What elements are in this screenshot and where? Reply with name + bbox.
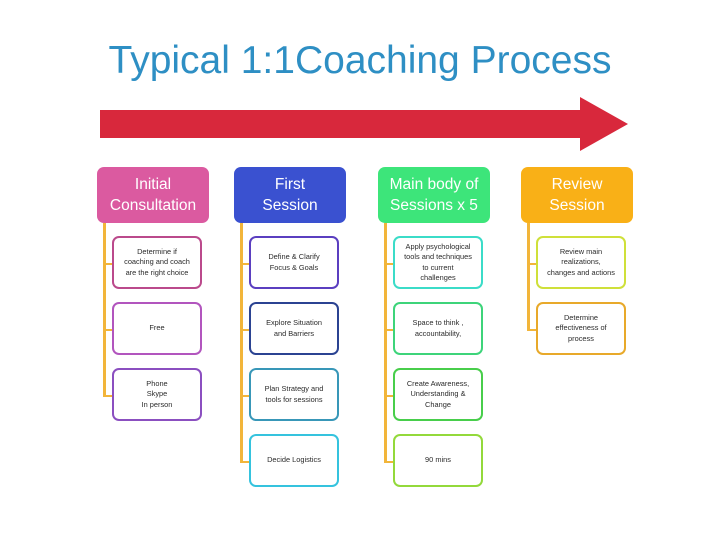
process-step-line: Phone bbox=[146, 378, 168, 388]
process-step-line: effectiveness of bbox=[555, 323, 607, 333]
process-step-line: to current bbox=[422, 262, 454, 272]
connector-vertical-line bbox=[527, 223, 530, 329]
connector-branch-line bbox=[240, 262, 250, 265]
process-step-line: and Barriers bbox=[273, 328, 315, 338]
connector-branch-line bbox=[103, 328, 113, 331]
process-step-line: Free bbox=[149, 323, 165, 333]
column-header-line: Consultation bbox=[109, 197, 197, 214]
column-header-line: Session bbox=[262, 197, 318, 214]
process-step-line: In person bbox=[141, 399, 173, 409]
column-header-line: Session bbox=[549, 197, 605, 214]
process-step-line: tools and techniques bbox=[404, 252, 472, 261]
process-step-line: coaching and coach bbox=[124, 257, 190, 267]
process-step-text: Free bbox=[149, 323, 164, 334]
column-header-3[interactable]: Main body of Sessions x 5 bbox=[378, 167, 490, 223]
process-step-line: Decide Logistics bbox=[267, 455, 321, 465]
connector-branch-line bbox=[527, 328, 537, 331]
connector-vertical-line bbox=[240, 223, 243, 461]
process-step-line: Determine bbox=[563, 312, 599, 322]
process-step-text: 90 mins bbox=[425, 455, 451, 466]
connector-branch-line bbox=[527, 262, 537, 265]
process-step-line: changes and actions bbox=[547, 267, 615, 277]
connector-vertical-line bbox=[384, 223, 387, 461]
connector-branch-line bbox=[240, 394, 250, 397]
process-step-line: 90 mins bbox=[425, 455, 451, 465]
page-title: Typical 1:1Coaching Process bbox=[108, 39, 612, 82]
column-header-line: Initial bbox=[134, 176, 172, 193]
process-step-box[interactable]: Free bbox=[112, 302, 202, 355]
process-step-line: Understanding & bbox=[410, 389, 466, 399]
connector-branch-line bbox=[103, 394, 113, 397]
process-step-line: Space to think , bbox=[412, 318, 464, 327]
process-step-text: Space to think ,accountability, bbox=[413, 318, 464, 339]
column-header-line: Sessions x 5 bbox=[390, 197, 478, 214]
process-step-text: Decide Logistics bbox=[267, 455, 321, 466]
column-header-line: Review bbox=[551, 176, 603, 193]
process-step-line: process bbox=[568, 333, 594, 343]
process-step-line: Review main bbox=[559, 246, 603, 256]
process-step-box[interactable]: Create Awareness,Understanding &Change bbox=[393, 368, 483, 421]
process-step-line: Create Awareness, bbox=[406, 378, 470, 388]
connector-branch-line bbox=[240, 328, 250, 331]
process-step-text: Create Awareness,Understanding &Change bbox=[407, 379, 469, 411]
connector-branch-line bbox=[103, 262, 113, 265]
process-step-line: Change bbox=[425, 399, 451, 409]
connector-branch-line bbox=[384, 394, 394, 397]
arrow-shape bbox=[100, 97, 628, 151]
column-header-line: First bbox=[274, 176, 306, 193]
process-step-line: challenges bbox=[420, 273, 456, 282]
process-step-line: Plan Strategy and bbox=[264, 384, 324, 393]
connector-branch-line bbox=[240, 460, 250, 463]
process-step-line: tools for sessions bbox=[265, 394, 323, 404]
process-step-box[interactable]: Space to think ,accountability, bbox=[393, 302, 483, 355]
process-step-line: realizations, bbox=[561, 257, 601, 267]
process-step-line: Define & Clarify bbox=[268, 252, 320, 261]
connector-vertical-line bbox=[103, 223, 106, 395]
process-step-line: accountability, bbox=[414, 328, 462, 338]
process-step-line: Apply psychological bbox=[405, 241, 471, 251]
column-header-line: Main body of bbox=[389, 176, 479, 193]
process-direction-arrow bbox=[100, 97, 628, 151]
process-step-box[interactable]: Decide Logistics bbox=[249, 434, 339, 487]
process-step-line: Focus & Goals bbox=[269, 262, 319, 272]
connector-branch-line bbox=[384, 262, 394, 265]
connector-branch-line bbox=[384, 328, 394, 331]
process-step-line: are the right choice bbox=[125, 267, 189, 277]
process-step-line: Skype bbox=[146, 389, 168, 399]
process-step-line: Determine if bbox=[137, 246, 177, 256]
connector-branch-line bbox=[384, 460, 394, 463]
process-step-line: Explore Situation bbox=[266, 318, 322, 327]
process-step-box[interactable]: 90 mins bbox=[393, 434, 483, 487]
